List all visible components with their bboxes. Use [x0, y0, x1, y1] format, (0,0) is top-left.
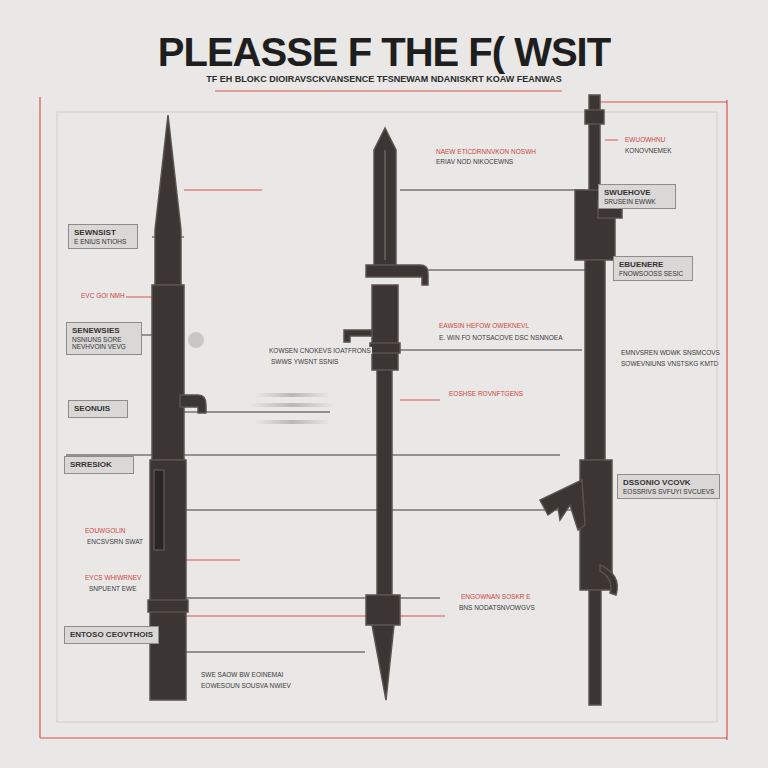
- box-body: NSNIUNS SORE: [72, 336, 136, 344]
- box-heading: SEONUIS: [74, 404, 122, 414]
- part-label: EMNVSREN WDWK SNSMCOVS: [620, 349, 721, 356]
- box-heading: EBUENERE: [619, 260, 687, 270]
- box-heading: DSSONIO VCOVK: [623, 478, 714, 488]
- box-heading: ENTOSO CEOVTHOIS: [70, 630, 153, 640]
- box-body: SRUSEIN EWWK: [604, 198, 670, 206]
- part-label: KOWSEN CNOKEVS IOATFRONS: [268, 347, 372, 354]
- subtitle: TF EH BLOKC DIOIRAVSCKVANSENCE TFSNEWAM …: [205, 74, 563, 84]
- box-body: FNOWSOOSS SESIC: [619, 270, 687, 278]
- box-heading: SEWNSIST: [74, 228, 132, 238]
- part-label: ENCSVSRN SWAT: [86, 538, 144, 545]
- part-label: EOWESOUN SOUSVA NWIEV: [200, 682, 292, 689]
- part-label: EVC GOI NMH: [80, 292, 126, 299]
- part-label: E. WIN FO NOTSACOVE DSC NSNNOEA: [438, 334, 564, 341]
- part-label: SWWS YWSNT SSNIS: [270, 358, 339, 365]
- part-label: NAEW ETICDRNNVKON NOSWH: [435, 148, 537, 155]
- box-heading: SWUEHOVE: [604, 188, 670, 198]
- label-box: SEONUIS: [68, 400, 128, 418]
- part-label: EOSHSE ROVNFTGENS: [448, 390, 524, 397]
- box-body: EOSSRIVS SVFUYI SVCUEVS: [623, 488, 714, 496]
- part-label: SOWEVNIUNS VNSTSKG KMTD: [620, 360, 720, 367]
- part-label: EWUOWHNU: [624, 136, 666, 143]
- label-box: DSSONIO VCOVKEOSSRIVS SVFUYI SVCUEVS: [617, 474, 720, 499]
- label-box: SENEWSIESNSNIUNS SORENEVHVOIN VEVG: [66, 322, 142, 355]
- part-label: BNS NODATSNVOWGVS: [458, 604, 536, 611]
- box-body: NEVHVOIN VEVG: [72, 343, 136, 351]
- part-label: EYCS WHIWRNEV: [84, 574, 142, 581]
- label-box: EBUENEREFNOWSOOSS SESIC: [613, 256, 693, 281]
- part-label: SNPUENT EWE: [88, 585, 138, 592]
- part-label: ENGOWNAN SOSKR E: [460, 593, 532, 600]
- part-label: EAWSIN HEFOW OWEKNEVL: [438, 322, 530, 329]
- part-label: ERIAV NOD NIKOCEWNS: [435, 158, 514, 165]
- box-heading: SRRESIOK: [70, 460, 128, 470]
- part-label: KONOVNEMEK: [624, 147, 673, 154]
- part-label: EOUWGOLIN: [84, 527, 126, 534]
- diagram-title: PLEASSE F THE F( WSIT: [0, 30, 768, 75]
- label-box: SEWNSISTE ENIUS NTIOHS: [68, 224, 138, 249]
- box-body: E ENIUS NTIOHS: [74, 238, 132, 246]
- part-label: SWE SAOW BW EOINEMAI: [200, 671, 284, 678]
- label-box: ENTOSO CEOVTHOIS: [64, 626, 159, 644]
- label-box: SRRESIOK: [64, 456, 134, 474]
- label-box: SWUEHOVESRUSEIN EWWK: [598, 184, 676, 209]
- box-heading: SENEWSIES: [72, 326, 136, 336]
